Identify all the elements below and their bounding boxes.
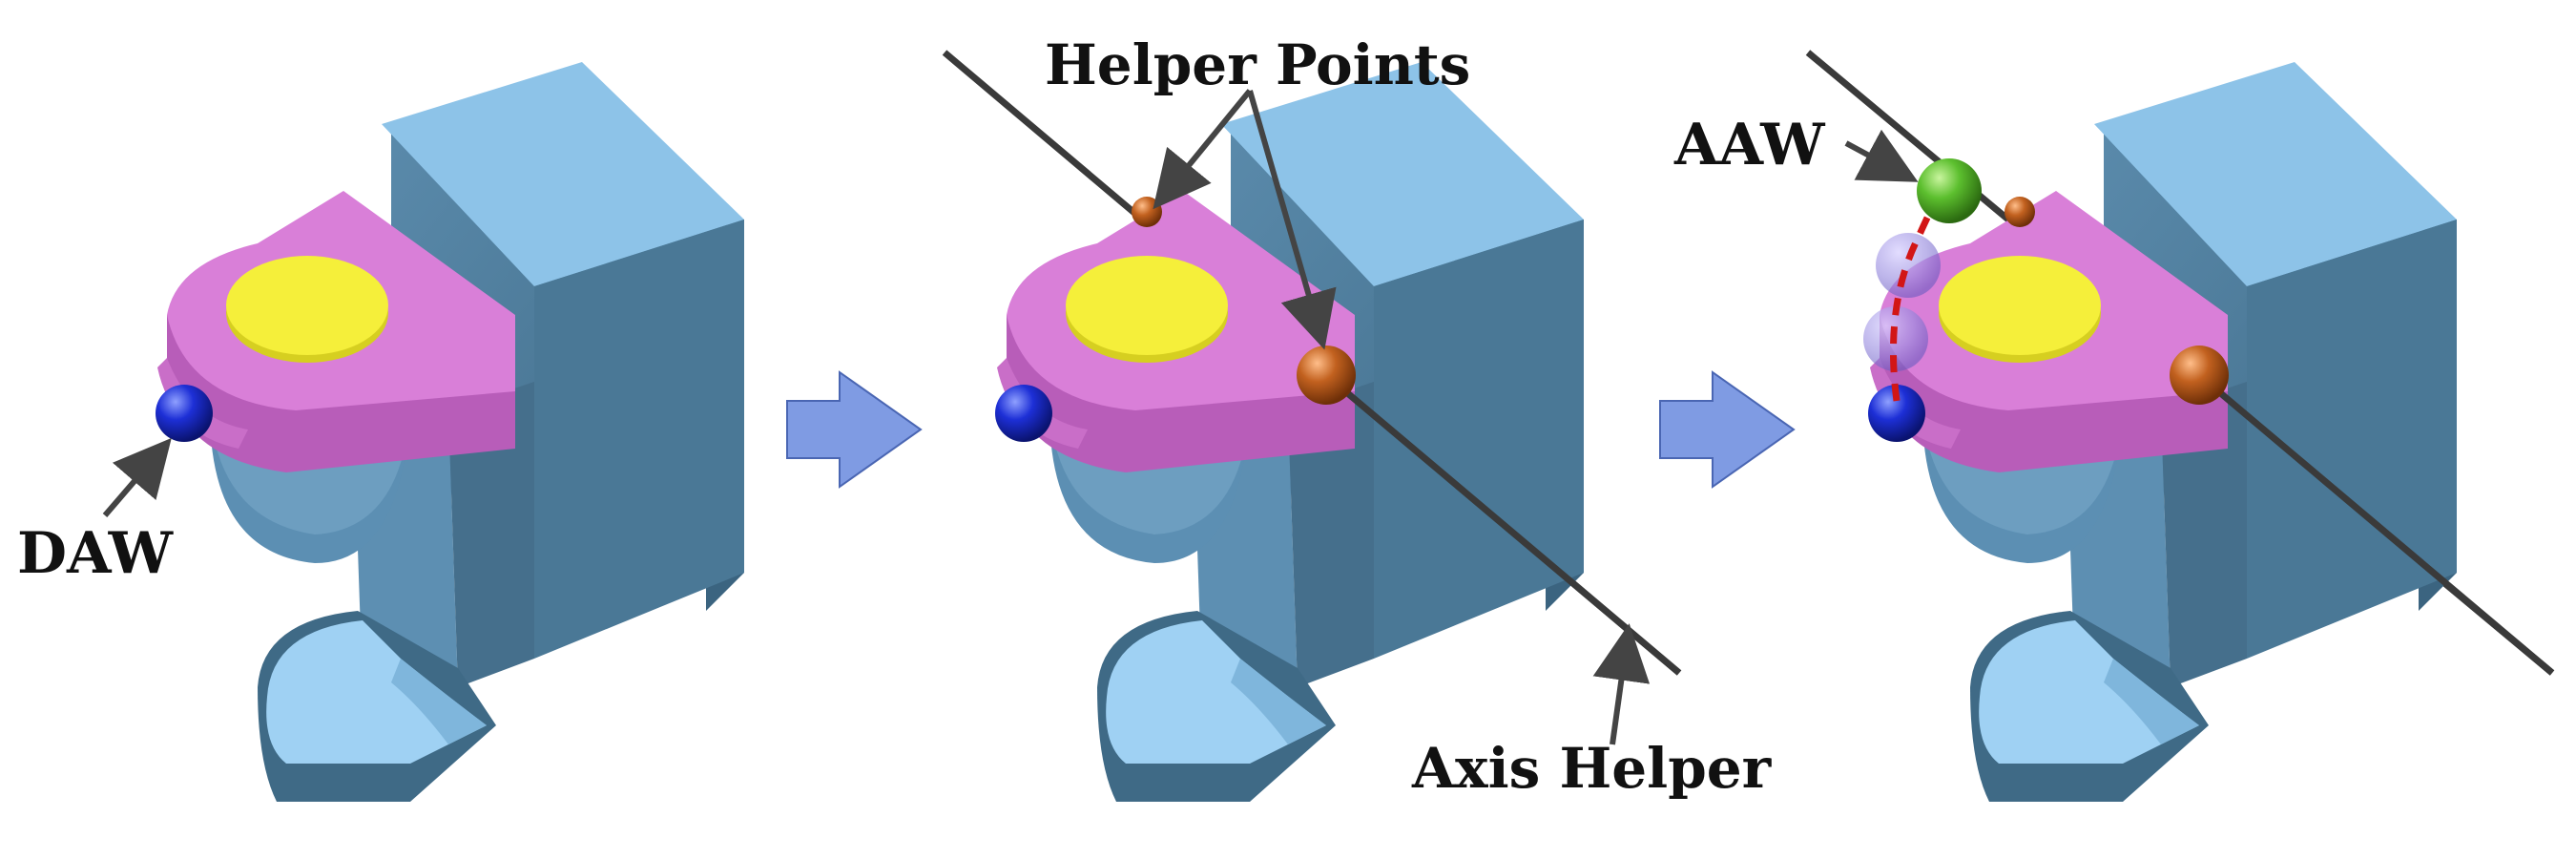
helper-point-sphere-side[interactable] <box>1297 346 1356 405</box>
helper-points-label: Helper Points <box>1045 32 1470 97</box>
panel-3: AAW <box>1673 50 2555 802</box>
aaw-label: AAW <box>1673 112 1826 178</box>
aaw-sphere[interactable] <box>1917 158 1982 223</box>
panel-1: DAW <box>17 62 744 802</box>
axis-helper-label: Axis Helper <box>1411 736 1773 801</box>
helper-point-sphere-side[interactable] <box>2170 346 2229 405</box>
daw-sphere[interactable] <box>995 385 1052 442</box>
axis-helper-line-front <box>1323 372 1682 676</box>
axis-helper-pointer-arrow <box>1592 623 1651 745</box>
coffee-machine-model <box>157 62 744 802</box>
daw-pointer-arrow <box>102 437 172 517</box>
helper-points-pointer-arrow-2 <box>1247 90 1337 350</box>
aaw-pointer-arrow <box>1844 129 1919 182</box>
daw-sphere[interactable] <box>1868 385 1925 442</box>
helper-point-sphere-top[interactable] <box>2005 197 2035 227</box>
daw-sphere[interactable] <box>156 385 213 442</box>
ghost-sphere-upper <box>1876 233 1941 298</box>
helper-point-sphere-top[interactable] <box>1132 197 1162 227</box>
axis-helper-line-front <box>2196 372 2555 676</box>
daw-label: DAW <box>17 520 175 587</box>
panel-2: Helper Points Axis Helper <box>942 32 1773 802</box>
step-arrow-2 <box>1659 370 1796 489</box>
step-arrow-1 <box>786 370 923 489</box>
helper-points-pointer-arrow-1 <box>1153 89 1253 210</box>
